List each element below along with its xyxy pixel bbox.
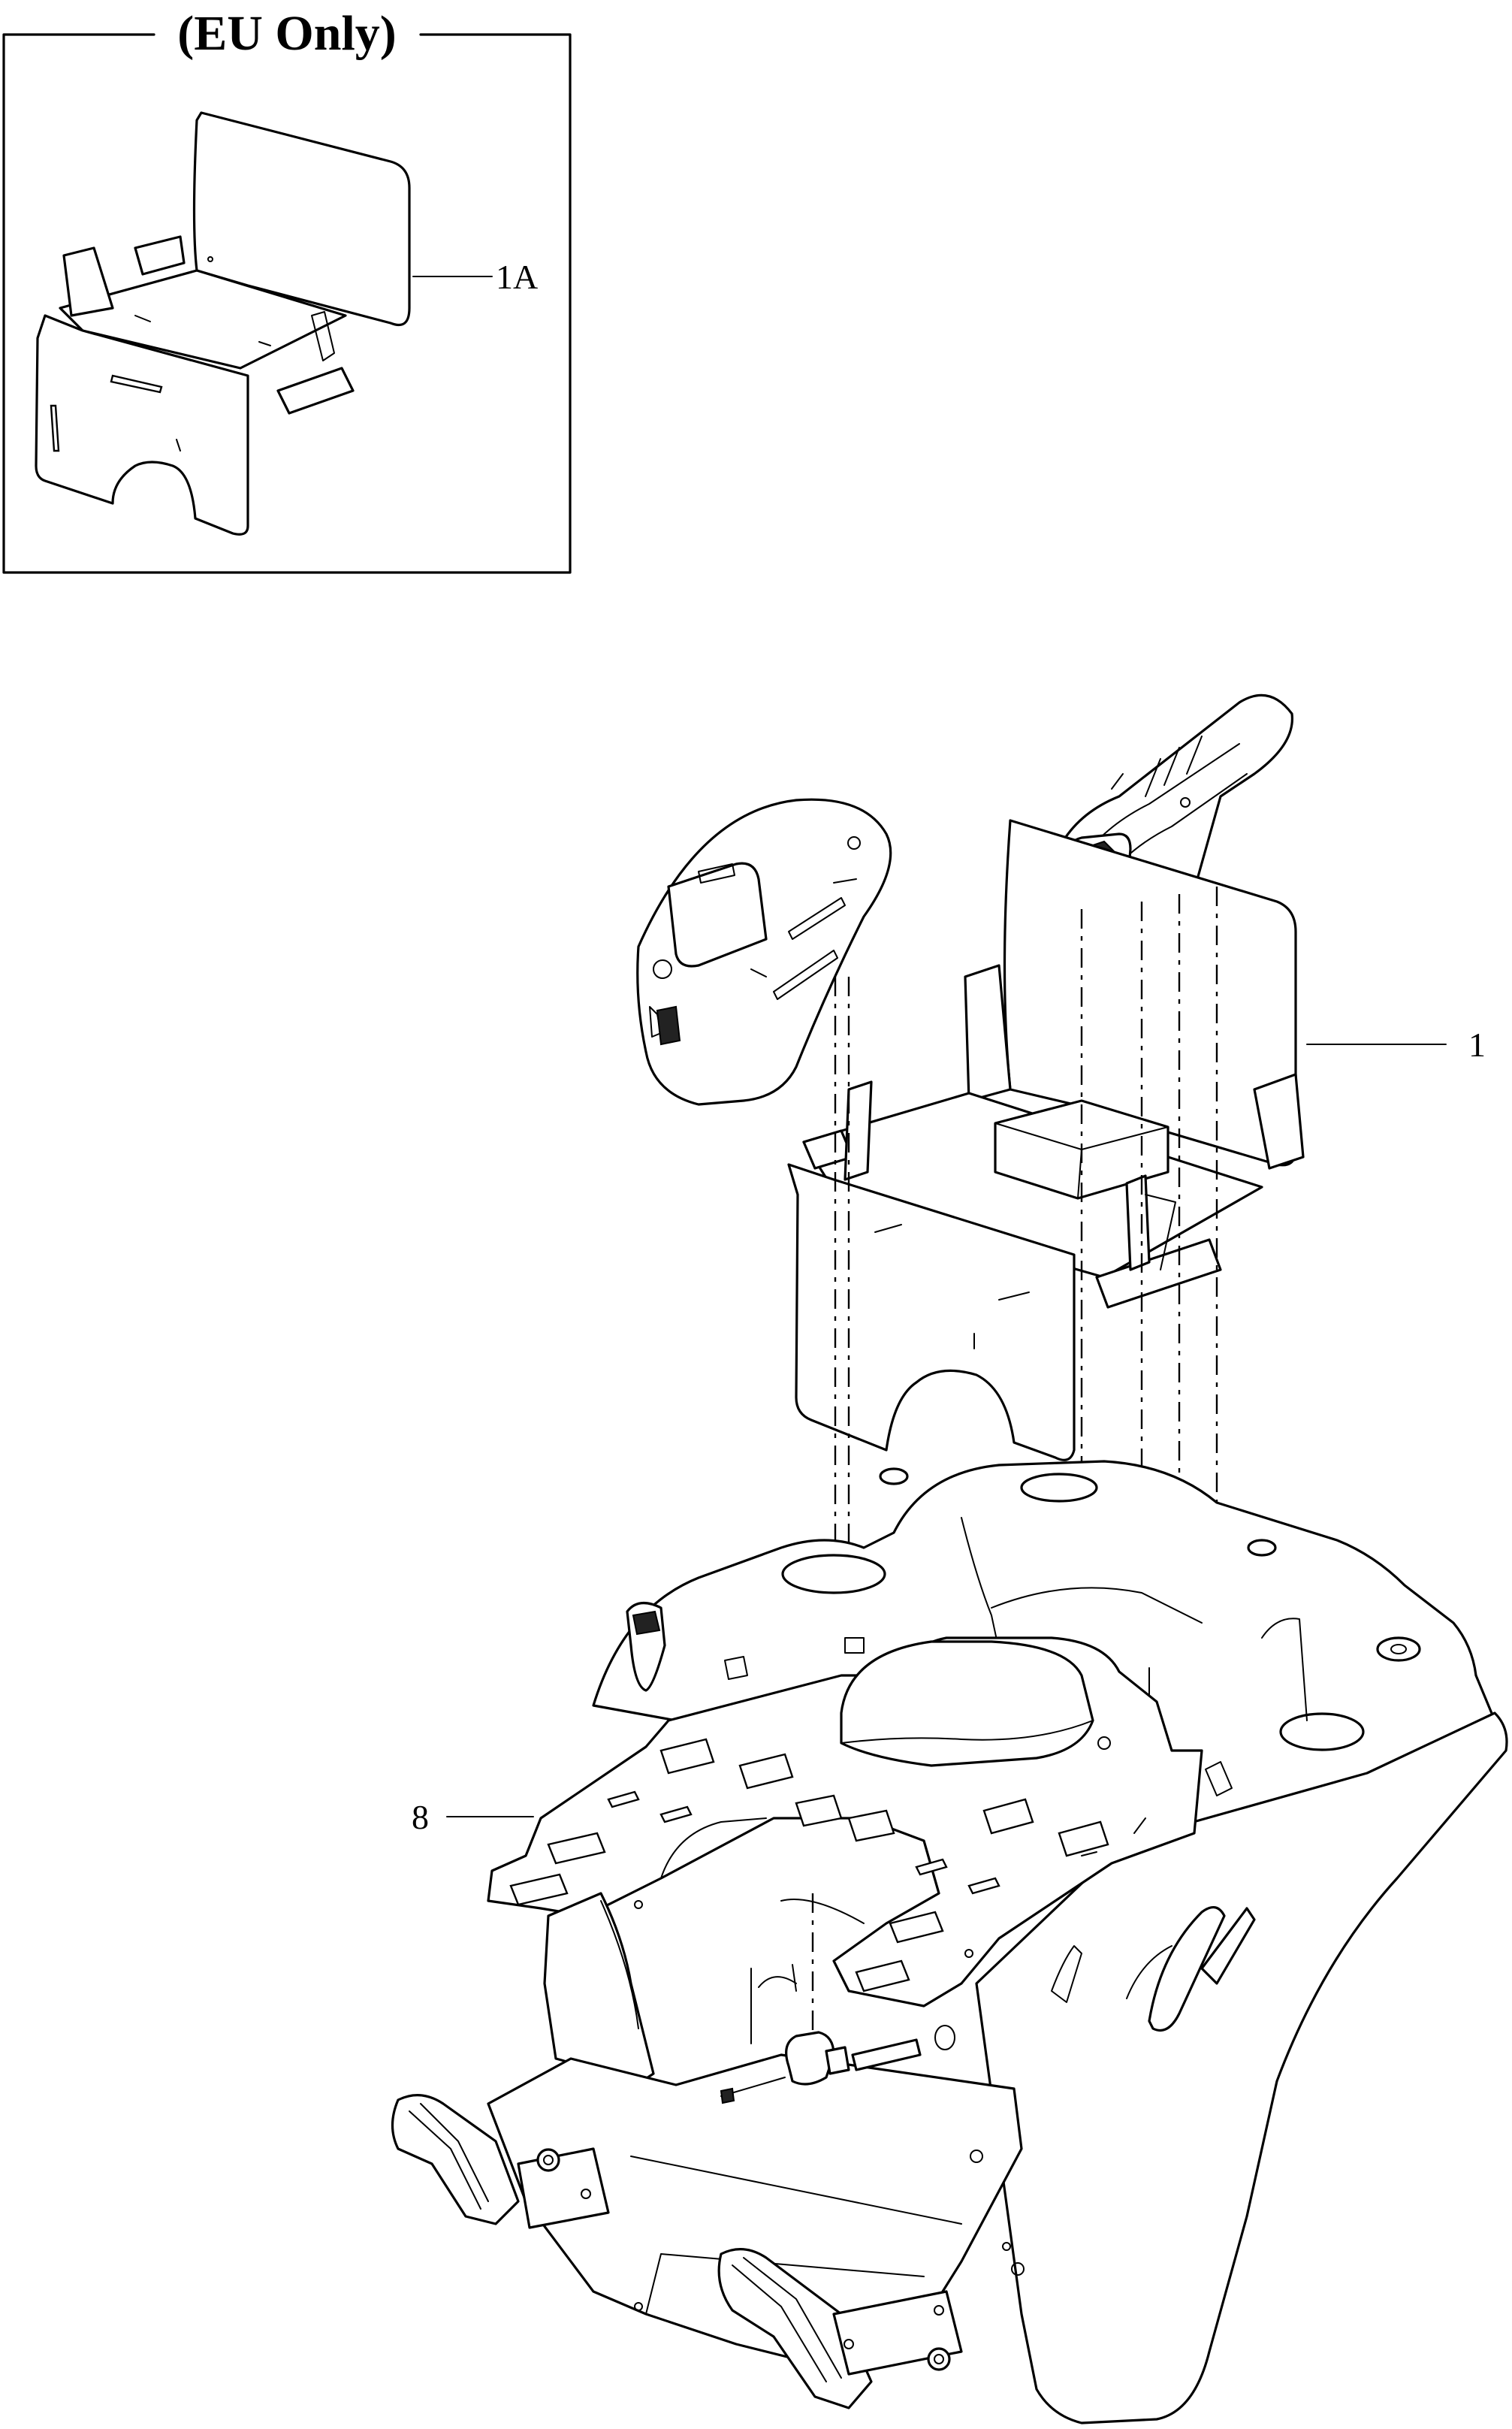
seat-pan-1 xyxy=(787,819,1305,1461)
main-body-chassis xyxy=(391,1460,1508,2424)
seat-pan-1a-drawing xyxy=(35,111,411,536)
eu-only-inset: (EU Only) 1A xyxy=(2,6,572,574)
part-label-1a: 1A xyxy=(496,258,538,296)
inset-frame xyxy=(2,33,572,574)
inset-title: (EU Only) xyxy=(177,6,397,61)
part-label-1: 1 xyxy=(1468,1026,1486,1064)
left-fender-cover xyxy=(636,798,892,1106)
part-label-8: 8 xyxy=(412,1798,429,1836)
